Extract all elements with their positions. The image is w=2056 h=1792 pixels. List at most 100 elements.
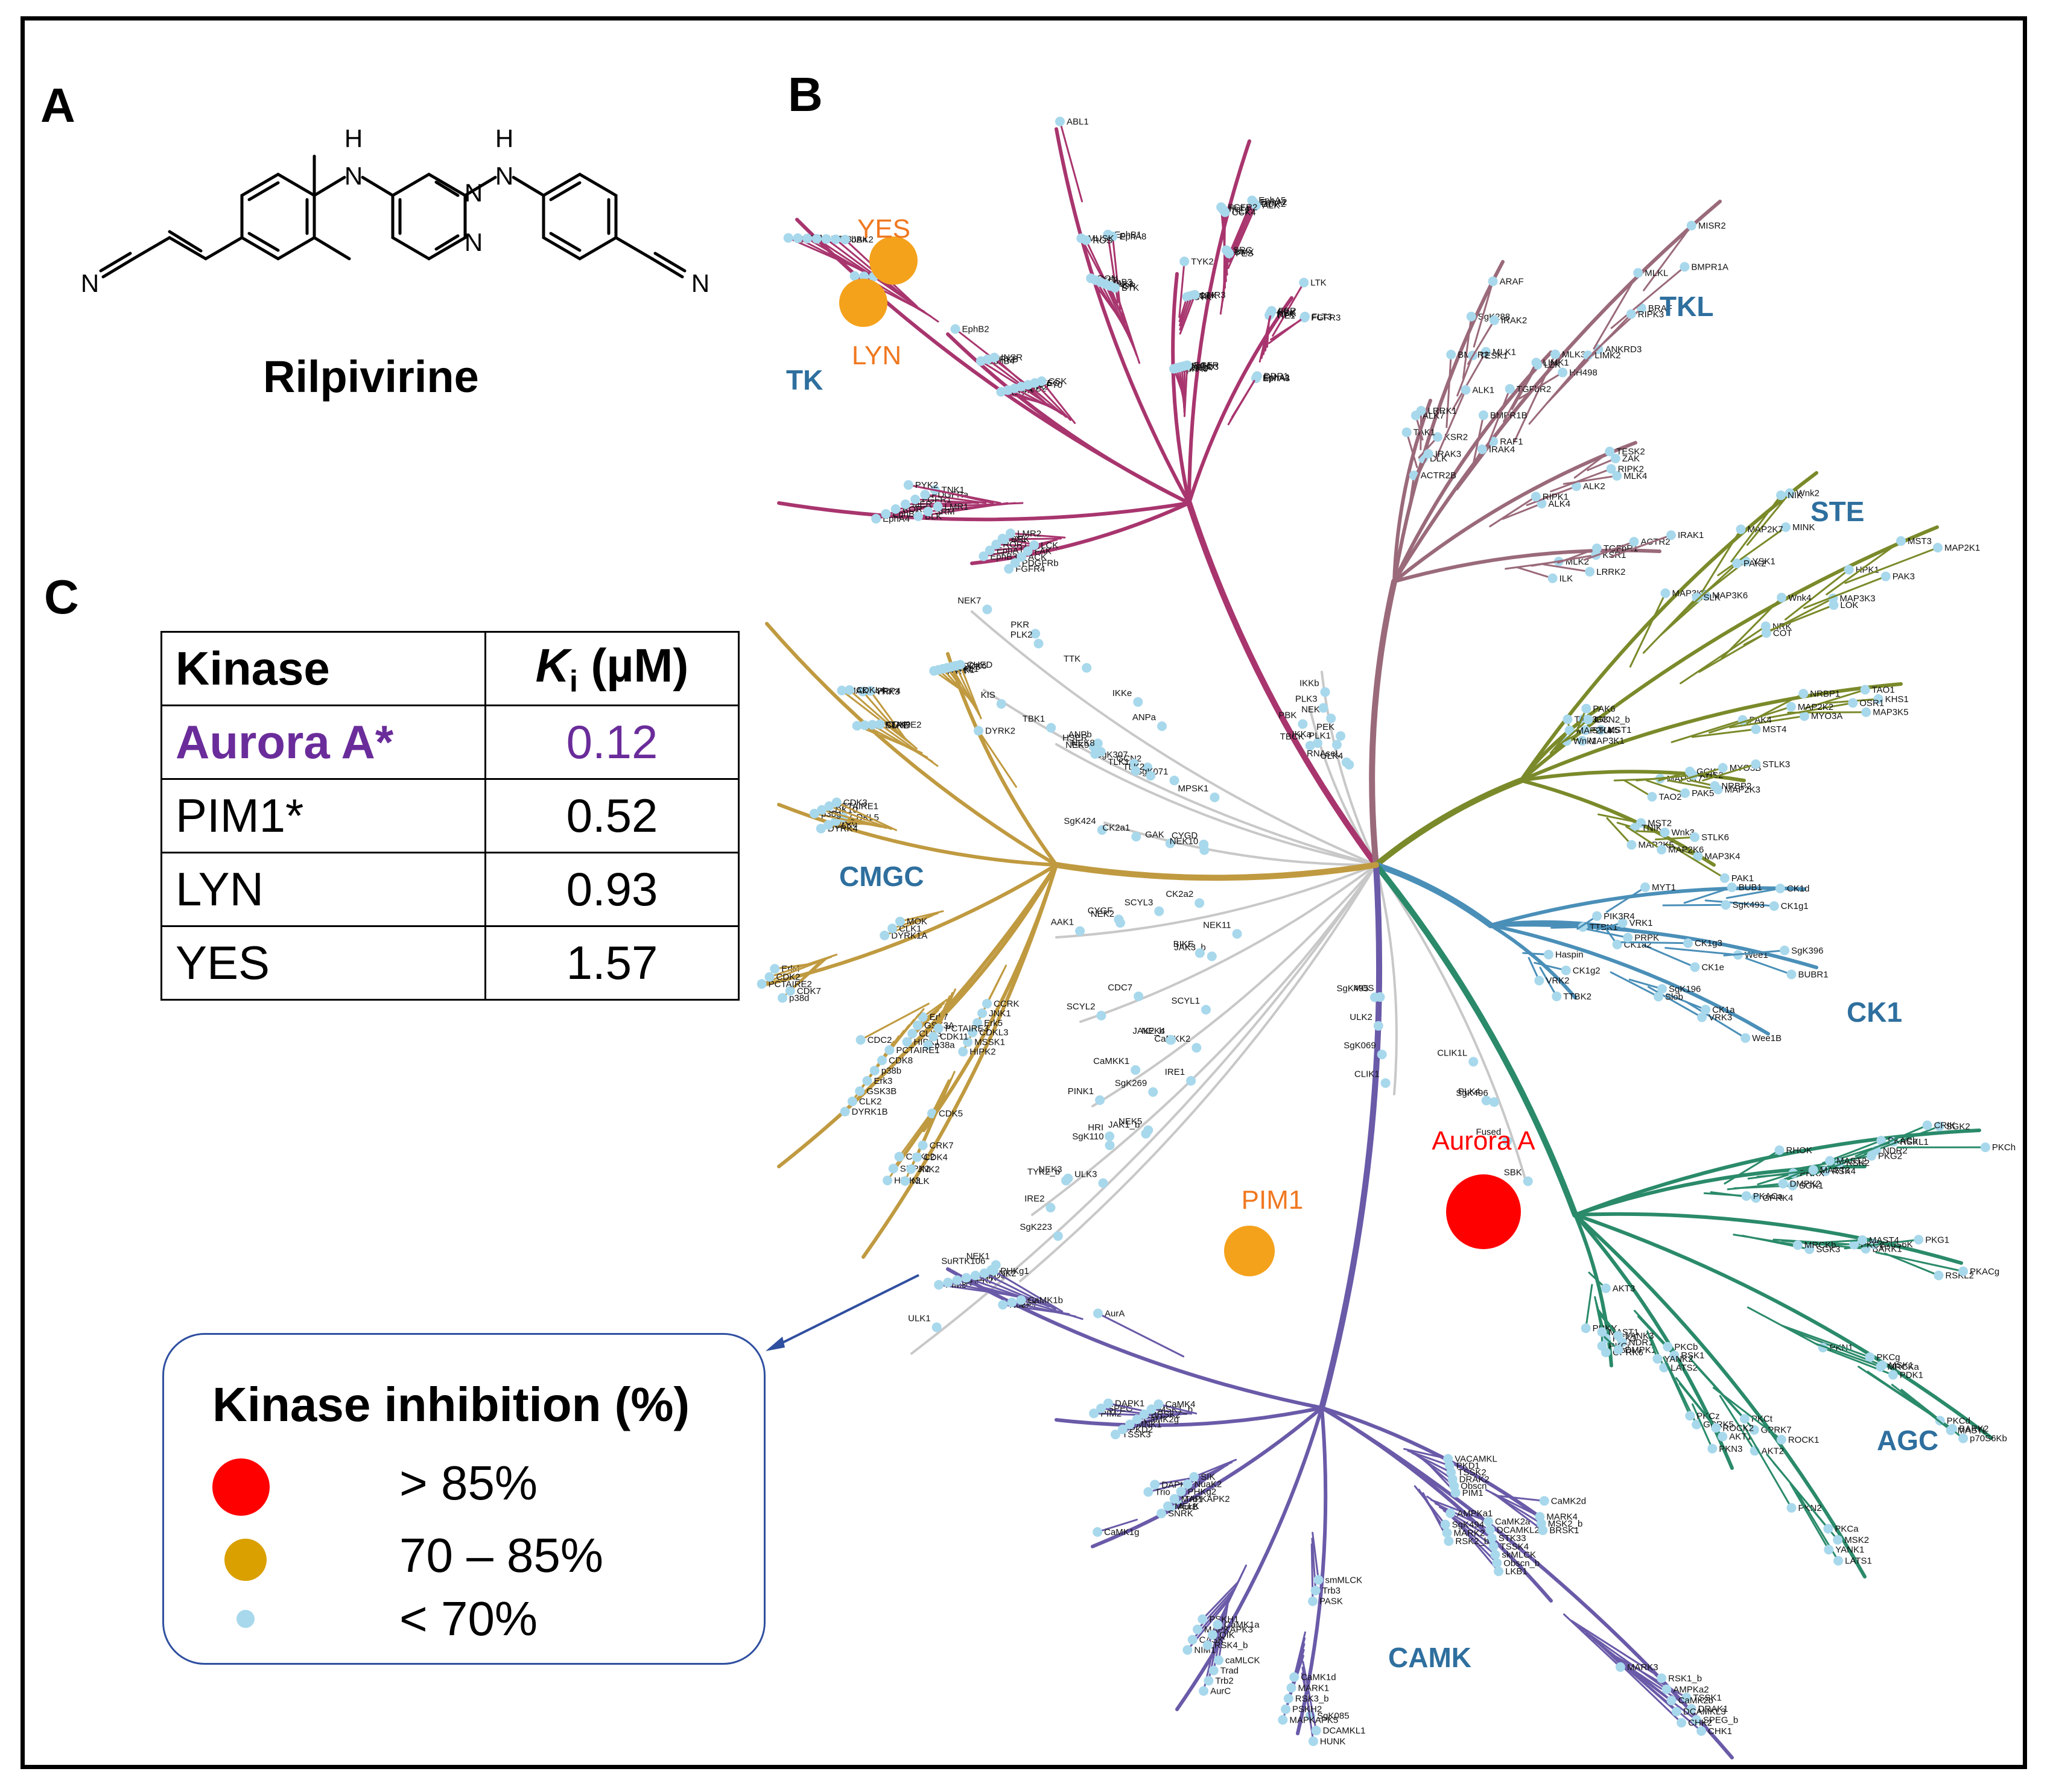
kinase-node [1310,1586,1321,1596]
kinase-node [1377,1050,1387,1060]
kinase-label: TSSK1 [1693,1693,1722,1703]
kinase-node [1373,1021,1383,1031]
kinase-node [1298,719,1308,729]
kinase-label: MAP2K6 [1668,845,1704,855]
kinase-node [877,1056,887,1065]
kinase-node [1210,793,1220,802]
branch-tk [1055,127,1191,505]
kinase-node [1685,1411,1695,1421]
twig-ste [1549,729,1571,755]
kinase-label: PAK6 [1593,704,1615,714]
header-ki: Ki (µM) [484,631,740,706]
kinase-label: ROCK1 [1788,1435,1820,1445]
kinase-label: CDC2 [868,1035,892,1045]
kinase-node [1686,221,1696,231]
kinase-node [1741,1191,1751,1201]
kinase-label: smMLCK [1325,1575,1362,1585]
kinase-node [1093,1527,1103,1537]
kinase-node [961,1273,971,1283]
kinase-node [1046,723,1056,733]
kinase-label: caMLCK [1225,1656,1260,1666]
kinase-node [1781,522,1791,533]
rilpivirine-structure: H N H N N N N N [81,124,709,297]
kinase-node [1153,1399,1164,1410]
twig-ste [1680,767,1724,782]
twig-ck1 [1539,966,1558,998]
kinase-label: PHKg1 [1000,1266,1029,1276]
kinase-label: MLK1 [1493,347,1516,357]
kinase-node [1096,1010,1106,1021]
kinase-label: AKT1 [1729,1432,1752,1442]
twig-camk [1217,1603,1229,1661]
atom-n-ring-2: N [465,228,483,256]
hit-marker-pim1 [1224,1226,1275,1276]
twig-ste [1762,604,1835,635]
twig-tk [1227,204,1257,270]
twig-tkl [1587,457,1617,472]
kinase-node [1318,703,1328,713]
twig-tk [1114,287,1141,364]
twig-cmgc [959,663,982,720]
kinase-node [1958,1266,1969,1276]
kinase-label: TBK1 [1023,714,1045,724]
kinase-node [1320,687,1330,697]
twig-ste [1746,492,1791,546]
branch-other [1375,864,1528,1186]
kinase-node [1690,962,1700,972]
twig-ck1 [1666,993,1707,1011]
kinase-node [1539,1496,1549,1506]
twig-ck1 [1620,941,1689,945]
kinase-label: HIPK2 [969,1047,995,1057]
kinase-label: FER [1278,306,1296,316]
kinase-node [1088,742,1099,752]
twig-tk [1258,309,1273,363]
kinase-label: NEK10 [1170,836,1199,846]
kinase-node [1007,1297,1017,1308]
kinase-label: SgK496 [1456,1088,1488,1098]
kinase-node [1612,470,1622,481]
kinase-label: MAP3K6 [1712,590,1748,601]
kinase-node [1922,1120,1932,1130]
kinase-node [1477,444,1487,454]
kinase-label: GAK [1145,829,1164,840]
kinase-label: CK1a [1712,1005,1735,1015]
twig-tk [1229,201,1254,256]
branch-cmgc [765,622,1058,867]
kinase-node [923,1040,933,1050]
twig-camk [1150,1408,1193,1415]
kinase-node [1777,592,1787,603]
twig-agc [1804,1239,1864,1245]
kinase-node [918,1140,928,1150]
kinase-label: CHK1 [1708,1726,1732,1737]
kinase-label: MISR2 [1698,221,1726,231]
kinase-label: RSKL1 [1900,1137,1929,1147]
kinase-label: TNIK [1642,823,1662,833]
kinase-label: CDK8 [889,1056,913,1066]
kinase-label: DRAK1 [1698,1704,1728,1714]
kinase-node [1193,1624,1202,1635]
kinase-node [1220,207,1230,217]
kinase-label: PKG1 [1925,1235,1949,1245]
kinase-label: EphA2 [1260,197,1287,207]
kinase-node [1198,1614,1208,1624]
branch-cmgc [861,863,1058,1259]
hit-label-aura: Aurora A [1432,1126,1535,1156]
kinase-label: VRK3 [1709,1013,1732,1023]
kinase-node [1613,1344,1623,1355]
kinase-node [1691,1715,1701,1725]
twig-ste [1729,715,1806,729]
kinase-node [1055,116,1065,127]
kinase-label: MSK2_b [1548,1519,1583,1529]
twig-tkl [1514,353,1556,442]
kinase-node [1605,446,1615,457]
kinase-node [855,1035,866,1045]
kinase-label: TIE2 [1231,206,1250,216]
kinase-label: DRAK2 [1459,1474,1490,1484]
kinase-label: PKACa [1753,1191,1783,1202]
kinase-label: SgK494 [1452,1520,1484,1530]
kinase-label: IKKa [1292,729,1312,739]
kinase-label: ALK1 [1472,385,1494,395]
kinase-label: LMR1 [945,502,969,512]
kinase-label: Trb2 [1215,1676,1233,1686]
